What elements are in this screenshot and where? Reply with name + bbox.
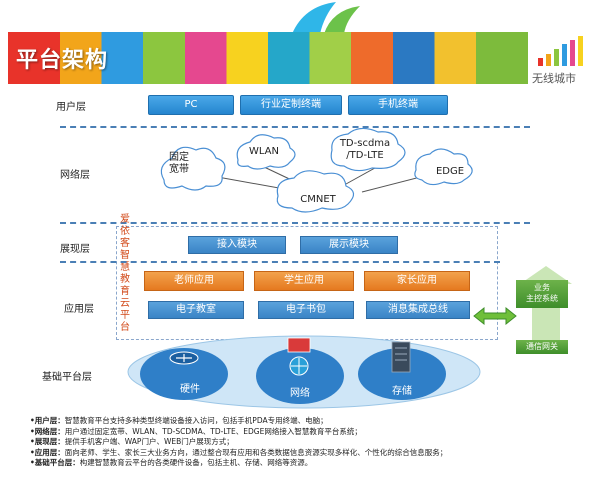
divider xyxy=(60,261,500,263)
layer-label-user: 用户层 xyxy=(56,102,86,113)
double-arrow-icon xyxy=(473,306,517,326)
layer-label-presentation: 展现层 xyxy=(60,244,90,255)
terminal-industry: 行业定制终端 xyxy=(240,95,342,115)
page-title: 平台架构 xyxy=(16,48,109,73)
cloud-td: TD-scdma /TD-LTE xyxy=(339,138,391,161)
signal-bars-logo-icon xyxy=(538,36,583,66)
title-banner xyxy=(8,32,528,84)
top-decoration-icon xyxy=(292,2,360,34)
network-clouds-diagram xyxy=(160,128,473,213)
base-storage: 存储 xyxy=(392,386,412,397)
business-control-system: 业务 主控系统 xyxy=(516,280,568,308)
note-item: •应用层：面向老师、学生、家长三大业务方向，通过整合现有应用和各类数据信息资源实… xyxy=(30,447,448,457)
cloud-fixed-broadband: 固定 宽带 xyxy=(169,152,189,175)
layer-label-base: 基础平台层 xyxy=(42,372,92,383)
terminal-pc: PC xyxy=(148,95,234,115)
platform-name: 爱依客智慧教育云平台 xyxy=(120,214,130,333)
note-item: •基础平台层：构建智慧教育云平台的各类硬件设备，包括主机、存储、网络等资源。 xyxy=(30,458,313,467)
base-platform-diagram xyxy=(127,335,481,409)
note-item: •网络层：用户通过固定宽带、WLAN、TD-SCDMA、TD-LTE、EDGE网… xyxy=(30,426,362,436)
note-item: •展现层：提供手机客户端、WAP门户、WEB门户展现方式； xyxy=(30,437,234,446)
app-e-classroom: 电子教室 xyxy=(148,301,244,319)
logo-text: 无线城市 xyxy=(532,72,576,85)
divider xyxy=(60,222,530,224)
note-item: •用户层：智慧教育平台支持多种类型终端设备接入访问，包括手机PDA专用终端、电脑… xyxy=(30,416,328,425)
app-student: 学生应用 xyxy=(254,271,354,291)
app-parent: 家长应用 xyxy=(364,271,470,291)
divider xyxy=(60,126,530,128)
cloud-wlan: WLAN xyxy=(248,146,279,157)
layer-label-network: 网络层 xyxy=(60,170,90,181)
terminal-mobile: 手机终端 xyxy=(348,95,448,115)
app-e-schoolbag: 电子书包 xyxy=(258,301,354,319)
layer-label-application: 应用层 xyxy=(64,304,94,315)
cloud-cmnet: CMNET xyxy=(300,194,336,205)
notes-list: •用户层：智慧教育平台支持多种类型终端设备接入访问，包括手机PDA专用终端、电脑… xyxy=(30,416,605,469)
cloud-edge: EDGE xyxy=(435,166,465,177)
app-message-bus: 消息集成总线 xyxy=(366,301,470,319)
module-display: 展示模块 xyxy=(300,236,398,254)
base-hardware: 硬件 xyxy=(180,384,200,395)
app-teacher: 老师应用 xyxy=(144,271,244,291)
communication-gateway: 通信网关 xyxy=(516,340,568,354)
module-access: 接入模块 xyxy=(188,236,286,254)
base-network: 网络 xyxy=(290,388,310,399)
